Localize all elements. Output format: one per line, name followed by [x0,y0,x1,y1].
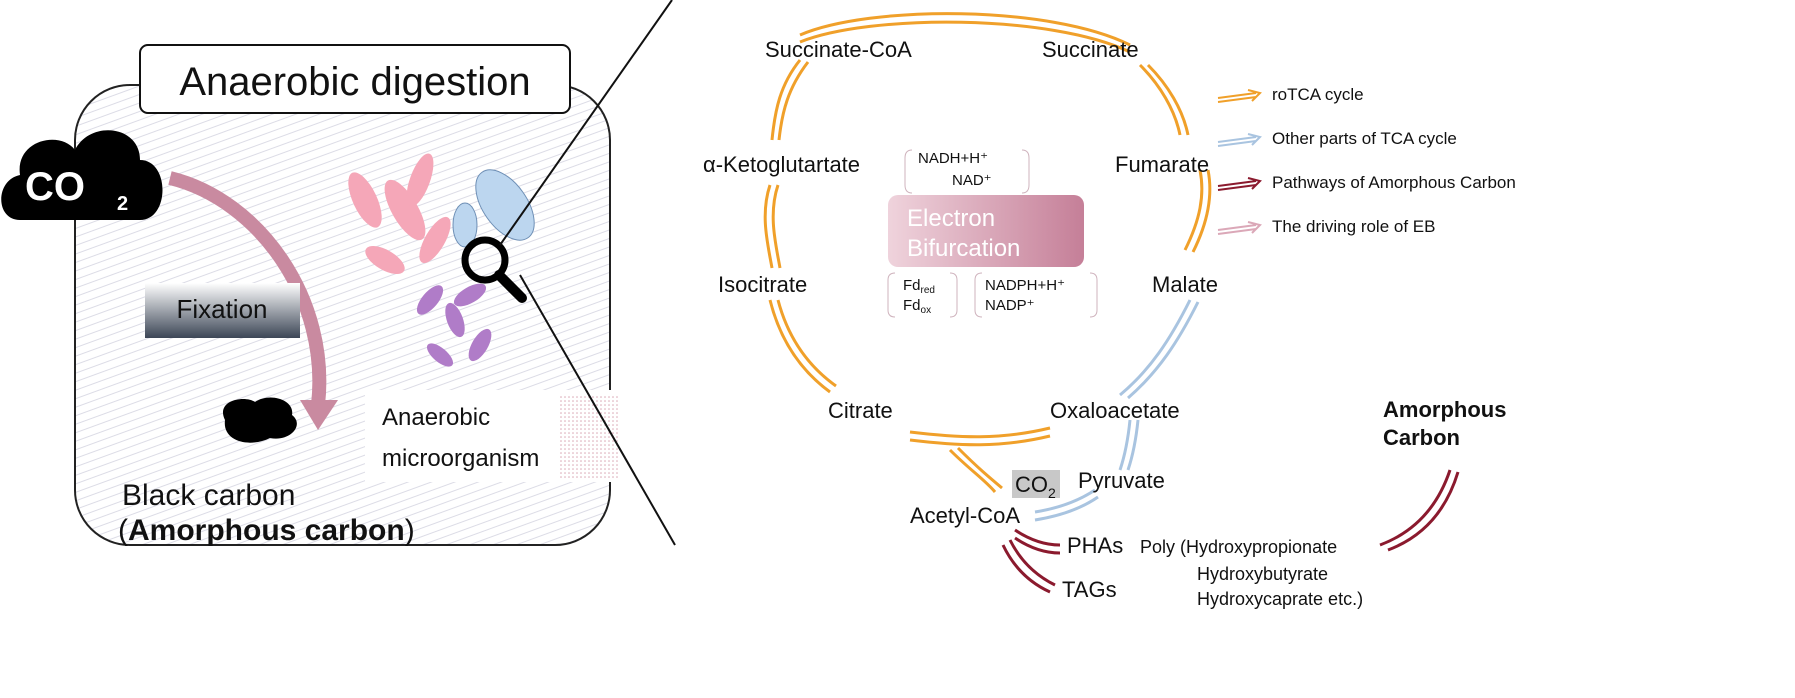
metabolite-tags: TAGs [1062,577,1117,602]
dotted-shadow [560,395,620,480]
co2-subscript: 2 [117,193,128,215]
panel-title: Anaerobic digestion [179,60,530,104]
amorphous-pathway-arrows [1001,469,1460,594]
poly-label-3: Hydroxycaprate etc.) [1197,589,1363,609]
legend-arrow-icon [1217,221,1262,235]
legend: roTCA cycle Other parts of TCA cycle Pat… [1217,85,1516,236]
legend-label: Pathways of Amorphous Carbon [1272,173,1516,192]
zoom-line-top [499,0,673,246]
electron-bifurcation-box [888,195,1084,267]
metabolite-citrate: Citrate [828,398,893,423]
metabolite-isocitrate: Isocitrate [718,272,807,297]
eb-label-1: Electron [907,205,995,232]
microorganism-label-2: microorganism [382,445,539,472]
legend-item-eb: The driving role of EB [1217,217,1435,236]
legend-arrow-icon [1217,89,1262,103]
magnifier-icon [461,236,527,303]
metabolite-succinate: Succinate [1042,37,1139,62]
nadph-label: NADPH+H⁺ [985,277,1065,294]
fixation-arrow [168,171,327,406]
metabolite-co2: CO2 [1015,472,1056,501]
tca-other-arrows [1034,299,1200,522]
legend-arrow-icon [1217,177,1262,191]
fixation-box [145,283,300,338]
nadp-bracket [974,272,1098,318]
microbes-icon [348,153,535,367]
black-carbon-icon [222,397,297,443]
metabolite-fumarate: Fumarate [1115,152,1209,177]
metabolite-succinate-coa: Succinate-CoA [765,37,912,62]
fd-red-label: Fdred [903,277,935,296]
co2-box [1012,470,1060,498]
nad-bracket [904,149,1030,194]
microorganism-label-1: Anaerobic [382,404,490,431]
rotca-arrows [763,12,1212,493]
legend-item-amorphous: Pathways of Amorphous Carbon [1217,173,1516,192]
poly-label-1: Poly (Hydroxypropionate [1140,537,1337,557]
legend-arrow-icon [1217,133,1262,147]
poly-label-2: Hydroxybutyrate [1197,564,1328,584]
eb-label-2: Bifurcation [907,235,1020,262]
nad-label: NAD⁺ [952,172,992,189]
legend-item-rotca: roTCA cycle [1217,85,1364,104]
legend-label: Other parts of TCA cycle [1272,129,1457,148]
metabolite-pyruvate: Pyruvate [1078,468,1165,493]
amorphous-carbon-label-2: Carbon [1383,425,1460,450]
electron-bifurcation: NADH+H⁺ NAD⁺ Electron Bifurcation Fdred … [887,149,1098,318]
fixation-arrowhead [300,400,338,430]
nadh-label: NADH+H⁺ [918,150,988,167]
co2-label: CO [25,165,85,209]
legend-label: roTCA cycle [1272,85,1364,104]
metabolite-phas: PHAs [1067,533,1123,558]
metabolite-oxaloacetate: Oxaloacetate [1050,398,1180,423]
nadp-label: NADP⁺ [985,297,1035,314]
metabolites: Succinate-CoA Succinate α-Ketoglutartate… [703,37,1506,609]
title-box [139,44,571,114]
metabolite-malate: Malate [1152,272,1218,297]
zoom-line-bottom [519,274,676,546]
black-carbon-label: Black carbon [122,479,295,512]
amorphous-carbon-label-1: Amorphous [1383,397,1506,422]
fd-ox-label: Fdox [903,297,931,316]
fixation-label: Fixation [176,294,267,324]
legend-item-tca-other: Other parts of TCA cycle [1217,129,1457,148]
left-panel: Anaerobic digestion CO 2 Fixation Black … [1,0,676,547]
co2-cloud-icon: CO 2 [1,130,163,220]
legend-label: The driving role of EB [1272,217,1435,236]
cycle-arrows [763,12,1460,594]
metabolite-ketoglutarate: α-Ketoglutartate [703,152,860,177]
metabolite-acetyl-coa: Acetyl-CoA [910,503,1020,528]
fd-bracket [887,272,958,318]
amorphous-carbon-label: (Amorphous carbon) [118,514,415,547]
